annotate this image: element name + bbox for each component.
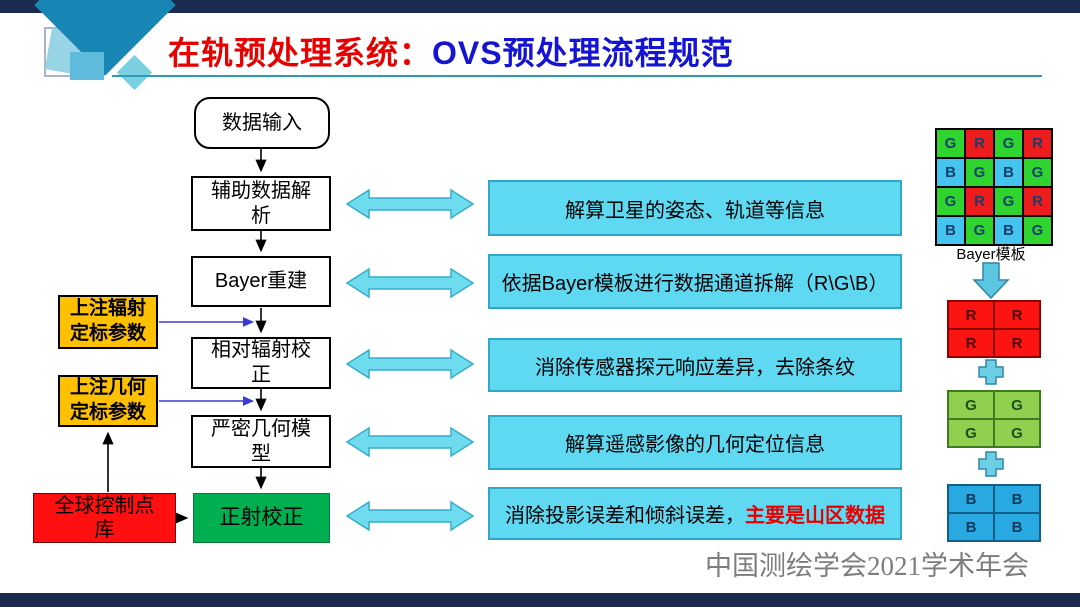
description-sensor-response: 消除传感器探元响应差异，去除条纹: [488, 338, 902, 392]
upload-radiometric-calibration-params: 上注辐射定标参数: [58, 295, 158, 349]
bayer-cell: R: [1024, 130, 1051, 157]
description-text: 消除传感器探元响应差异，去除条纹: [535, 356, 855, 379]
green-channel-grid: G G G G: [947, 390, 1041, 448]
blue-channel-grid: B B B B: [947, 484, 1041, 542]
bayer-cell: G: [937, 188, 964, 215]
bayer-cell: R: [966, 188, 993, 215]
bayer-cell: B: [937, 217, 964, 244]
bayer-cell: B: [937, 159, 964, 186]
channel-cell: B: [995, 486, 1039, 512]
description-text: 解算卫星的姿态、轨道等信息: [565, 199, 825, 222]
bayer-cell: G: [937, 130, 964, 157]
page-title: 在轨预处理系统：OVS预处理流程规范: [168, 28, 734, 74]
description-attitude-orbit: 解算卫星的姿态、轨道等信息: [488, 180, 902, 236]
description-geometric-positioning: 解算遥感影像的几何定位信息: [488, 415, 902, 470]
title-red-part: 在轨预处理系统：: [168, 35, 433, 71]
channel-cell: R: [949, 330, 993, 356]
conference-watermark: 中国测绘学会2021学术年会: [705, 551, 1029, 581]
decoration-small-square: [70, 52, 104, 80]
channel-cell: R: [949, 302, 993, 328]
description-projection-error: 消除投影误差和倾斜误差，主要是山区数据: [488, 487, 902, 540]
bayer-cell: G: [966, 217, 993, 244]
channel-cell: B: [995, 514, 1039, 540]
bayer-template-label: Bayer模板: [956, 246, 1026, 263]
bayer-cell: G: [1024, 217, 1051, 244]
top-navy-bar: [0, 0, 1080, 13]
channel-cell: G: [995, 392, 1039, 418]
bayer-cell: G: [995, 130, 1022, 157]
bayer-cell: G: [1024, 159, 1051, 186]
bayer-cell: G: [995, 188, 1022, 215]
flow-step-data-input: 数据输入: [194, 97, 330, 149]
description-text: 消除投影误差和倾斜误差，: [505, 505, 745, 527]
upload-geometric-calibration-params: 上注几何定标参数: [58, 375, 158, 427]
bayer-cell: G: [966, 159, 993, 186]
channel-cell: R: [995, 330, 1039, 356]
channel-cell: B: [949, 514, 993, 540]
flow-step-orthorectification: 正射校正: [193, 493, 330, 543]
global-control-point-database: 全球控制点库: [33, 493, 176, 543]
flow-step-relative-radiometric-correction: 相对辐射校正: [191, 337, 331, 389]
bayer-pattern-grid: G R G R B G B G G R G R B G B G: [935, 128, 1053, 246]
bayer-cell: R: [1024, 188, 1051, 215]
description-bayer-channel-split: 依据Bayer模板进行数据通道拆解（R\G\B）: [488, 254, 902, 309]
flow-step-bayer-reconstruction: Bayer重建: [191, 256, 331, 307]
channel-cell: B: [949, 486, 993, 512]
description-text: 解算遥感影像的几何定位信息: [565, 434, 825, 456]
double-headed-arrows: [345, 188, 475, 532]
bayer-cell: B: [995, 159, 1022, 186]
title-blue-part: OVS预处理流程规范: [432, 35, 734, 71]
channel-cell: G: [949, 420, 993, 446]
bayer-cell: R: [966, 130, 993, 157]
description-text: 依据Bayer模板进行数据通道拆解（R\G\B）: [501, 273, 889, 295]
flow-step-aux-data-parse: 辅助数据解析: [191, 176, 331, 231]
bayer-cell: B: [995, 217, 1022, 244]
bottom-navy-bar: [0, 593, 1080, 607]
flow-step-rigorous-geometric-model: 严密几何模型: [191, 415, 331, 468]
decoration-small-diamond: [116, 54, 153, 91]
channel-cell: G: [949, 392, 993, 418]
bayer-down-arrow: [972, 262, 1010, 300]
description-highlight: 主要是山区数据: [745, 505, 885, 527]
title-underline: [112, 75, 1042, 77]
channel-cell: R: [995, 302, 1039, 328]
channel-cell: G: [995, 420, 1039, 446]
red-channel-grid: R R R R: [947, 300, 1041, 358]
